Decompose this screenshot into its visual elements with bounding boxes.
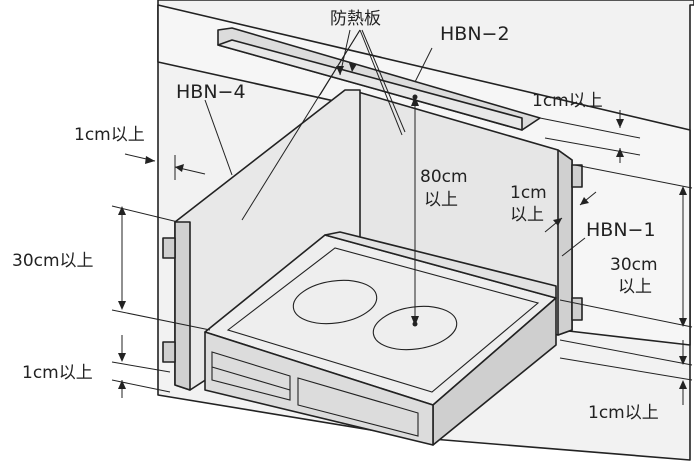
- burner-right: [372, 305, 458, 351]
- top-shield-hbn2-face: [217, 39, 523, 131]
- label-30cm-right-line2: 以上: [618, 277, 652, 297]
- label-hbn1: HBN−1: [586, 219, 656, 241]
- bracket-left-lower: [162, 341, 176, 363]
- stove-back-edge: [324, 231, 557, 299]
- stove-control-panel-left: [211, 351, 291, 401]
- label-hbn4: HBN−4: [176, 81, 246, 103]
- bracket-right-lower: [571, 297, 583, 321]
- label-1cm-side-line1: 1cm: [510, 183, 547, 203]
- stove-control-panel-right: [297, 377, 419, 437]
- right-shield-hbn1-edge: [557, 149, 573, 336]
- burner-left: [292, 279, 378, 325]
- label-1cm-bottom-right: 1cm以上: [588, 403, 659, 423]
- label-1cm-top-left: 1cm以上: [74, 125, 145, 145]
- bracket-right-upper: [571, 164, 583, 188]
- label-30cm-left: 30cm以上: [12, 251, 94, 271]
- label-hbn2: HBN−2: [440, 23, 510, 45]
- label-80cm-line1: 80cm: [420, 167, 468, 187]
- label-1cm-top-right: 1cm以上: [532, 91, 603, 111]
- stove-front-panel: [204, 331, 434, 446]
- label-heat-shield: 防熱板: [330, 9, 381, 29]
- label-30cm-right-line1: 30cm: [610, 255, 658, 275]
- left-shield-hbn4-edge: [174, 221, 191, 391]
- stove-cooktop-glass: [226, 247, 540, 393]
- bracket-left-upper: [162, 237, 176, 259]
- label-1cm-side-line2: 以上: [510, 205, 544, 225]
- label-1cm-bottom-left: 1cm以上: [22, 363, 93, 383]
- label-80cm-line2: 以上: [424, 190, 458, 210]
